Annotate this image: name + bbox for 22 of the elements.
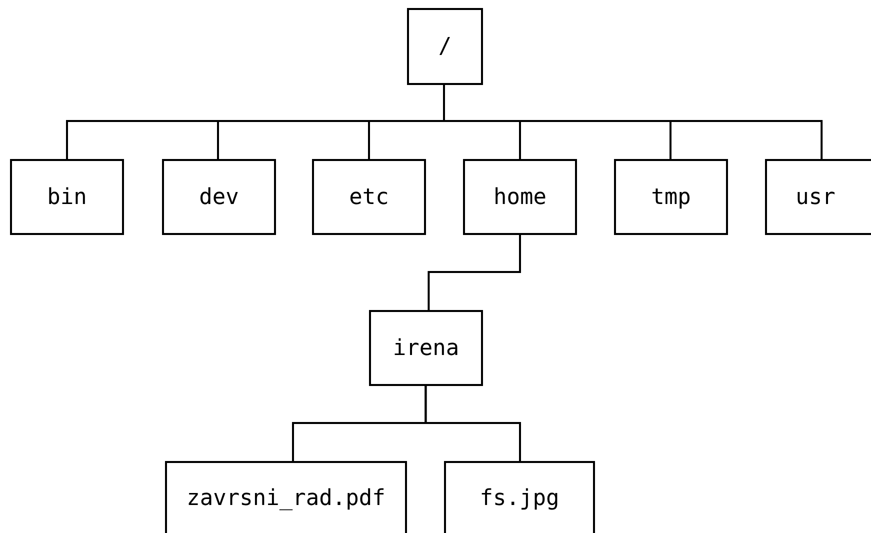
file-name: fs.jpg	[480, 486, 560, 510]
connector-line	[428, 235, 521, 310]
directory-box	[407, 8, 483, 85]
directory-name: irena	[392, 336, 460, 360]
directory-box	[369, 310, 483, 386]
directory-box	[765, 159, 871, 235]
directory-name: dev	[199, 184, 239, 210]
directory-box	[10, 159, 124, 235]
directory-name: etc	[349, 184, 389, 210]
directory-name: usr	[796, 184, 836, 210]
directory-box	[463, 159, 577, 235]
directory-name: /	[438, 34, 452, 59]
file-name: zavrsni_rad.pdf	[186, 486, 386, 510]
file-box	[165, 461, 407, 533]
connector-line	[424, 386, 521, 461]
directory-name: home	[494, 184, 546, 210]
directory-box	[162, 159, 276, 235]
directory-name: tmp	[651, 184, 691, 210]
directory-box	[312, 159, 426, 235]
directory-box	[614, 159, 728, 235]
file-box	[444, 461, 595, 533]
directory-name: bin	[47, 184, 87, 210]
